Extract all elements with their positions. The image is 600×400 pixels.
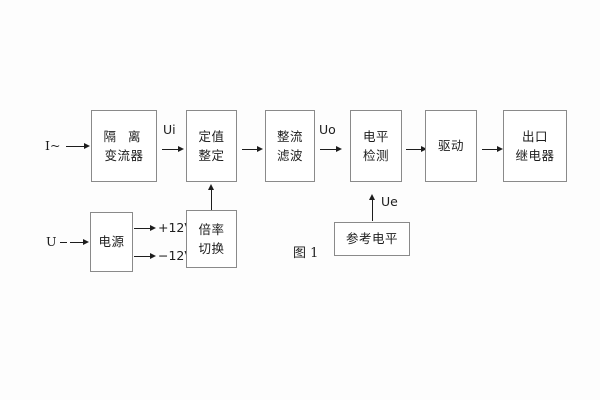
block-drive: 驱动 — [425, 110, 477, 182]
arrowhead-isolation-to-setting — [178, 146, 184, 152]
arrowhead-multiplier-to-setting — [208, 184, 214, 190]
input-current-label: I~ — [45, 138, 61, 153]
connector-reference-to-level — [372, 199, 373, 221]
block-power-supply-line1: 电源 — [98, 234, 125, 250]
block-isolation-transformer: 隔 离 变流器 — [91, 110, 157, 182]
block-output-relay-line2: 继电器 — [515, 148, 555, 163]
connector-multiplier-to-setting — [211, 189, 212, 210]
arrowhead-voltage-to-power — [83, 239, 89, 245]
connector-current-to-isolation — [66, 146, 85, 147]
signal-label-uo: Uo — [319, 122, 336, 137]
block-isolation-transformer-line1: 隔 离 — [103, 128, 145, 144]
block-setting-value-line1: 定值 — [198, 128, 225, 144]
power-rail-positive-label: +12V — [158, 220, 193, 235]
connector-level-to-drive — [406, 149, 422, 150]
connector-setting-to-rectify — [242, 149, 258, 150]
block-output-relay-line1: 出口 — [521, 128, 548, 144]
connector-voltage-tick — [60, 242, 67, 243]
connector-voltage-to-power — [70, 242, 84, 243]
power-rail-negative-label: −12V — [158, 248, 193, 263]
block-isolation-transformer-line2: 变流器 — [104, 148, 144, 163]
arrowhead-power-positive-rail — [150, 225, 156, 231]
arrowhead-power-negative-rail — [150, 253, 156, 259]
block-level-detect: 电平 检测 — [350, 110, 402, 182]
input-voltage-label: U — [46, 234, 57, 249]
figure-caption: 图 1 — [293, 246, 319, 261]
block-rectify-filter: 整流 滤波 — [265, 110, 315, 182]
block-output-relay: 出口 继电器 — [503, 110, 567, 182]
signal-label-ui: Ui — [163, 122, 176, 137]
arrowhead-current-to-isolation — [84, 143, 90, 149]
connector-rectify-to-level — [320, 149, 337, 150]
arrowhead-drive-to-relay — [497, 146, 503, 152]
block-multiplier-switch-line1: 倍率 — [198, 221, 225, 237]
arrowhead-setting-to-rectify — [257, 146, 263, 152]
connector-isolation-to-setting — [162, 149, 179, 150]
connector-power-negative-rail — [134, 256, 151, 257]
block-level-detect-line1: 电平 — [362, 128, 389, 144]
block-level-detect-line2: 检测 — [362, 148, 389, 163]
block-multiplier-switch: 倍率 切换 — [186, 210, 237, 268]
connector-power-positive-rail — [134, 228, 151, 229]
connector-drive-to-relay — [482, 149, 498, 150]
arrowhead-rectify-to-level — [336, 146, 342, 152]
block-drive-line1: 驱动 — [437, 138, 464, 154]
block-reference-level: 参考电平 — [334, 222, 410, 256]
block-rectify-filter-line2: 滤波 — [276, 148, 303, 163]
arrowhead-reference-to-level — [369, 194, 375, 200]
block-multiplier-switch-line2: 切换 — [198, 241, 225, 256]
signal-label-ue: Ue — [381, 194, 398, 209]
arrowhead-level-to-drive — [421, 146, 427, 152]
block-setting-value: 定值 整定 — [186, 110, 237, 182]
block-setting-value-line2: 整定 — [198, 148, 225, 163]
block-reference-level-line1: 参考电平 — [345, 231, 398, 247]
block-rectify-filter-line1: 整流 — [276, 128, 303, 144]
block-power-supply: 电源 — [90, 212, 133, 272]
